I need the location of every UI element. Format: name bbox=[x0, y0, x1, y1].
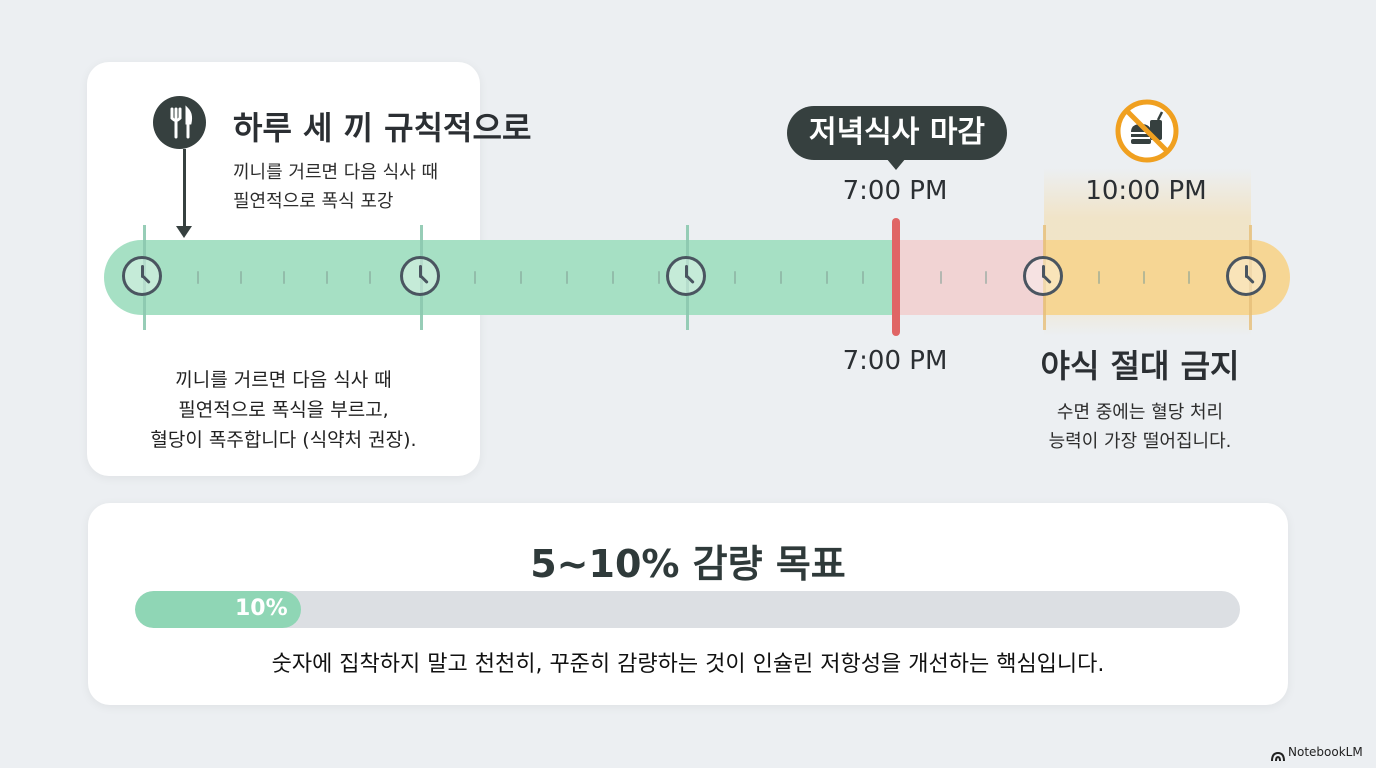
timeline-minor-tick bbox=[1098, 271, 1100, 284]
goal-progress-fill bbox=[135, 591, 301, 628]
dinner-deadline-bubble: 저녁식사 마감 bbox=[787, 106, 1007, 160]
goal-progress-label: 10% bbox=[235, 596, 288, 621]
timeline-minor-tick bbox=[985, 271, 987, 284]
timeline-minor-tick bbox=[940, 271, 942, 284]
timeline-minor-tick bbox=[240, 271, 242, 284]
night-text-2: 능력이 가장 떨어집니다. bbox=[1048, 431, 1232, 452]
timeline-minor-tick bbox=[520, 271, 522, 284]
timeline-minor-tick bbox=[612, 271, 614, 284]
weight-goal-card: 5~10% 감량 목표 10% 숫자에 집착하지 말고 천천히, 꾸준히 감량하… bbox=[88, 503, 1288, 705]
timeline-minor-tick bbox=[283, 271, 285, 284]
night-heading: 야식 절대 금지 bbox=[1040, 347, 1240, 385]
meal-rule-subtext-1: 끼니를 거르면 다음 식사 때 bbox=[233, 162, 439, 183]
timeline-minor-tick bbox=[197, 271, 199, 284]
meal-rule-subtext-2: 필연적으로 폭식 포강 bbox=[233, 191, 394, 212]
clock-icon bbox=[400, 256, 440, 296]
dinner-time-top: 7:00 PM bbox=[842, 176, 948, 206]
timeline-minor-tick bbox=[369, 271, 371, 284]
dinner-time-bottom: 7:00 PM bbox=[842, 346, 948, 376]
night-text-1: 수면 중에는 혈당 처리 bbox=[1056, 402, 1224, 423]
fork-knife-icon bbox=[153, 96, 206, 149]
timeline-minor-tick bbox=[326, 271, 328, 284]
meal-rule-heading: 하루 세 끼 규칙적으로 bbox=[233, 109, 532, 147]
timeline-minor-tick bbox=[826, 271, 828, 284]
timeline-minor-tick bbox=[1188, 271, 1190, 284]
timeline-minor-tick bbox=[566, 271, 568, 284]
pointer-arrow bbox=[183, 149, 186, 231]
goal-description: 숫자에 집착하지 말고 천천히, 꾸준히 감량하는 것이 인슐린 저항성을 개선… bbox=[271, 652, 1105, 677]
clock-icon bbox=[122, 256, 162, 296]
meal-rule-body-1: 끼니를 거르면 다음 식사 때 bbox=[175, 369, 392, 391]
clock-icon bbox=[1226, 256, 1266, 296]
no-fast-food-icon bbox=[1114, 98, 1180, 164]
night-time: 10:00 PM bbox=[1085, 176, 1207, 206]
timeline-minor-tick bbox=[734, 271, 736, 284]
timeline-minor-tick bbox=[780, 271, 782, 284]
timeline-track bbox=[104, 240, 1290, 315]
pointer-arrow-head bbox=[176, 226, 192, 238]
clock-icon bbox=[1023, 256, 1063, 296]
goal-progress-track: 10% bbox=[135, 591, 1240, 628]
dinner-bubble-tail bbox=[886, 158, 906, 170]
notebooklm-logo-icon bbox=[1271, 747, 1285, 762]
meal-rule-body-2: 필연적으로 폭식을 부르고, bbox=[178, 399, 389, 421]
dinner-deadline-marker bbox=[892, 218, 900, 336]
footer-brand: NotebookLM bbox=[1288, 745, 1363, 759]
goal-title: 5~10% 감량 목표 bbox=[530, 542, 846, 586]
timeline-minor-tick bbox=[862, 271, 864, 284]
meal-rule-body-3: 혈당이 폭주합니다 (식약처 권장). bbox=[150, 429, 417, 451]
timeline-minor-tick bbox=[658, 271, 660, 284]
meal-window-segment bbox=[104, 240, 892, 315]
timeline-minor-tick bbox=[474, 271, 476, 284]
timeline-minor-tick bbox=[1143, 271, 1145, 284]
clock-icon bbox=[666, 256, 706, 296]
post-dinner-segment bbox=[892, 240, 1044, 315]
